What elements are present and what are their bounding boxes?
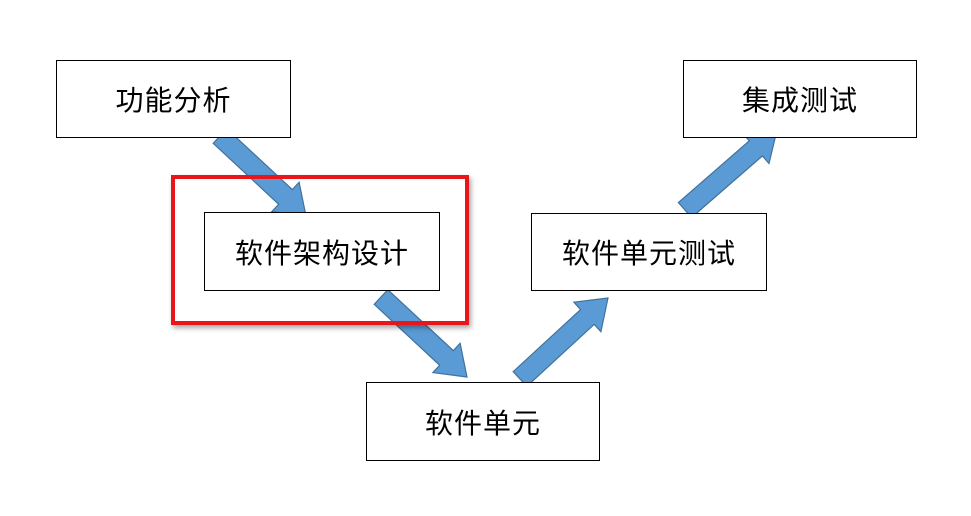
node-label: 软件架构设计 xyxy=(234,236,409,270)
node-label: 集成测试 xyxy=(741,84,858,117)
node-label: 功能分析 xyxy=(115,84,232,117)
highlight-frame xyxy=(171,175,469,325)
node-unit-test: 软件单元测试 xyxy=(531,213,767,291)
node-integration-test: 集成测试 xyxy=(683,60,917,138)
node-software-unit: 软件单元 xyxy=(366,382,600,461)
arrow-unit-to-unittest xyxy=(512,297,609,388)
node-label: 软件单元 xyxy=(424,406,541,440)
node-label: 软件单元测试 xyxy=(561,237,736,270)
arrow-unittest-to-integration xyxy=(677,129,778,219)
arrow-arch-to-unit xyxy=(373,288,468,378)
node-arch-design: 软件架构设计 xyxy=(204,212,440,291)
node-func-analysis: 功能分析 xyxy=(56,60,291,138)
arrow-func-to-arch xyxy=(212,127,307,217)
